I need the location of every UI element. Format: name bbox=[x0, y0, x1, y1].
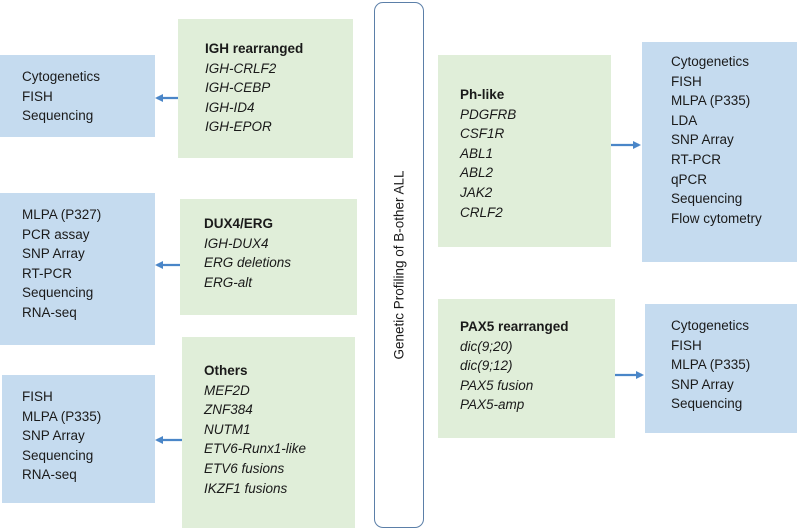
subtype-item: ABL2 bbox=[460, 165, 494, 181]
methods-box-pax5-rearranged: Cytogenetics FISH MLPA (P335) SNP Array … bbox=[645, 304, 797, 433]
method-item: Sequencing bbox=[671, 191, 743, 207]
subtype-title: IGH rearranged bbox=[205, 41, 304, 56]
method-item: FISH bbox=[671, 337, 702, 353]
method-item: RNA-seq bbox=[22, 467, 77, 483]
subtype-title: DUX4/ERG bbox=[204, 216, 274, 231]
subtype-box-igh-rearranged: IGH rearranged IGH-CRLF2 IGH-CEBP IGH-ID… bbox=[178, 19, 353, 158]
subtype-item: PAX5-amp bbox=[460, 397, 525, 413]
subtype-box-dux4-erg: DUX4/ERG IGH-DUX4 ERG deletions ERG-alt bbox=[180, 199, 357, 315]
subtype-item: ABL1 bbox=[460, 145, 494, 161]
subtype-box-ph-like: Ph-like PDGFRB CSF1R ABL1 ABL2 JAK2 CRLF… bbox=[438, 55, 611, 247]
method-item: SNP Array bbox=[671, 132, 734, 148]
subtype-item: CRLF2 bbox=[460, 204, 503, 220]
method-item: RT-PCR bbox=[22, 265, 73, 281]
method-item: Sequencing bbox=[22, 108, 94, 124]
subtype-item: MEF2D bbox=[204, 382, 250, 398]
methods-box-igh-rearranged: Cytogenetics FISH Sequencing bbox=[0, 55, 155, 137]
subtype-item: ZNF384 bbox=[204, 402, 253, 418]
method-item: Flow cytometry bbox=[671, 210, 762, 226]
center-node-genetic-profiling: Genetic Profiling of B-other ALL bbox=[374, 2, 424, 528]
subtype-box-pax5-rearranged: PAX5 rearranged dic(9;20) dic(9;12) PAX5… bbox=[438, 299, 615, 438]
subtype-item: ETV6-Runx1-like bbox=[204, 441, 307, 457]
method-item: Cytogenetics bbox=[671, 54, 750, 69]
method-item: PCR assay bbox=[22, 226, 90, 242]
method-item: LDA bbox=[671, 112, 698, 128]
method-item: Sequencing bbox=[671, 396, 743, 412]
subtype-item: NUTM1 bbox=[204, 421, 251, 437]
method-item: FISH bbox=[22, 389, 53, 404]
subtype-item: ERG-alt bbox=[204, 274, 253, 290]
method-item: FISH bbox=[22, 88, 53, 104]
subtype-item: ETV6 fusions bbox=[204, 460, 285, 476]
method-item: SNP Array bbox=[22, 246, 85, 262]
center-node-label: Genetic Profiling of B-other ALL bbox=[391, 170, 407, 360]
subtype-item: IGH-CRLF2 bbox=[205, 60, 277, 76]
subtype-item: PDGFRB bbox=[460, 106, 517, 122]
method-item: FISH bbox=[671, 73, 702, 89]
subtype-item: CSF1R bbox=[460, 126, 505, 142]
methods-box-dux4-erg: MLPA (P327) PCR assay SNP Array RT-PCR S… bbox=[0, 193, 155, 345]
method-item: SNP Array bbox=[22, 428, 85, 444]
methods-box-ph-like: Cytogenetics FISH MLPA (P335) LDA SNP Ar… bbox=[642, 42, 797, 262]
subtype-item: IGH-EPOR bbox=[205, 119, 272, 135]
subtype-item: IGH-DUX4 bbox=[204, 235, 269, 251]
method-item: SNP Array bbox=[671, 376, 734, 392]
method-item: MLPA (P335) bbox=[22, 408, 102, 424]
subtype-item: IKZF1 fusions bbox=[204, 480, 288, 496]
method-item: Sequencing bbox=[22, 285, 94, 301]
subtype-title: PAX5 rearranged bbox=[460, 319, 569, 334]
method-item: qPCR bbox=[671, 171, 708, 187]
subtype-box-others: Others MEF2D ZNF384 NUTM1 ETV6-Runx1-lik… bbox=[182, 337, 355, 528]
method-item: MLPA (P335) bbox=[671, 357, 751, 373]
subtype-item: IGH-ID4 bbox=[205, 99, 255, 115]
subtype-item: IGH-CEBP bbox=[205, 80, 271, 96]
method-item: Cytogenetics bbox=[671, 318, 750, 333]
subtype-item: PAX5 fusion bbox=[460, 377, 534, 393]
subtype-title: Ph-like bbox=[460, 87, 505, 102]
method-item: MLPA (P327) bbox=[22, 207, 102, 222]
subtype-item: dic(9;20) bbox=[460, 338, 513, 354]
method-item: RNA-seq bbox=[22, 304, 77, 320]
methods-box-others: FISH MLPA (P335) SNP Array Sequencing RN… bbox=[2, 375, 155, 503]
method-item: Sequencing bbox=[22, 447, 94, 463]
subtype-item: ERG deletions bbox=[204, 255, 292, 271]
method-item: Cytogenetics bbox=[22, 69, 101, 84]
method-item: MLPA (P335) bbox=[671, 93, 751, 109]
method-item: RT-PCR bbox=[671, 151, 722, 167]
subtype-item: JAK2 bbox=[460, 184, 493, 200]
subtype-item: dic(9;12) bbox=[460, 358, 513, 374]
subtype-title: Others bbox=[204, 363, 248, 378]
